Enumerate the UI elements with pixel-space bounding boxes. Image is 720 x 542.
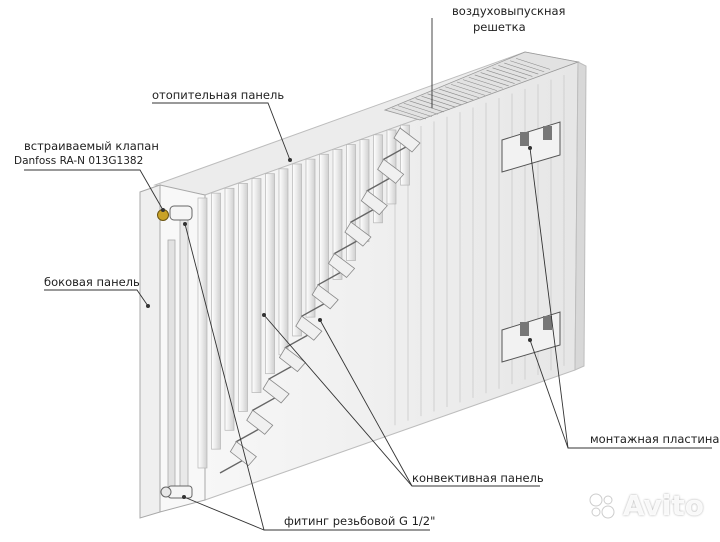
label-air-grille-line2: решетка — [473, 20, 526, 34]
grille-slat — [403, 102, 438, 115]
label-convective-panel: конвективная панель — [412, 471, 544, 485]
grille-slat — [462, 79, 498, 91]
grille-slat — [468, 76, 503, 89]
convective-segment — [360, 190, 388, 216]
side-panel — [139, 184, 206, 519]
convector-fin — [197, 197, 208, 469]
grille-slat — [391, 107, 427, 120]
grille-slat — [510, 60, 545, 73]
convective-segment — [311, 284, 339, 310]
convective-segment — [393, 127, 421, 153]
label-valve-line1: встраиваемый клапан — [24, 139, 159, 153]
grille-slat — [397, 105, 433, 117]
convective-segment — [246, 409, 274, 435]
grille-slat — [515, 58, 551, 70]
label-valve-line2: Danfoss RA-N 013G1382 — [14, 155, 144, 167]
grille-slat — [445, 86, 480, 99]
label-mounting-plate: монтажная пластина — [590, 432, 720, 446]
avito-logo-icon — [589, 493, 615, 518]
label-side-panel: боковая панель — [44, 275, 140, 289]
grille-slat — [409, 100, 444, 113]
label-heating-panel: отопительная панель — [152, 88, 285, 102]
convector-fin — [251, 178, 262, 393]
label-fitting: фитинг резьбовой G 1/2" — [284, 514, 436, 528]
leader-lines — [24, 18, 712, 531]
grille-slat — [433, 91, 468, 103]
grille-slat — [498, 65, 533, 77]
leader-dots — [146, 146, 532, 499]
grille-slat — [427, 93, 462, 106]
convector-fin — [265, 173, 275, 375]
grille-slat — [492, 67, 527, 80]
convector-fin — [319, 153, 329, 299]
convector-fin — [373, 134, 383, 224]
convector-fins — [197, 124, 410, 469]
grille-slat — [480, 72, 515, 84]
avito-watermark-text: Avito — [622, 489, 704, 522]
convector-fin — [292, 163, 302, 337]
convector-fin — [332, 149, 343, 280]
convector-fin — [346, 144, 356, 261]
grille-slat — [415, 98, 450, 110]
grille-slat — [439, 88, 474, 101]
label-air-grille-line1: воздуховыпускная — [452, 4, 566, 18]
grille-slat — [486, 69, 521, 82]
convector-fin — [305, 158, 316, 318]
grille-slat — [474, 74, 509, 87]
convective-segment — [295, 315, 323, 341]
fitting-icon — [160, 485, 193, 499]
convective-segment — [377, 158, 405, 184]
convector-fin — [224, 187, 235, 431]
convective-segment — [262, 378, 290, 404]
convective-segment — [229, 441, 257, 467]
avito-watermark: Avito — [587, 489, 704, 522]
convector-fin — [400, 124, 410, 186]
convector-fin — [278, 168, 289, 356]
convective-segment — [344, 221, 372, 247]
grille-slat — [450, 84, 486, 96]
grille-slat — [421, 95, 456, 108]
grille-slat — [456, 81, 492, 94]
grille-slat — [504, 62, 539, 75]
convector-fin — [238, 183, 248, 412]
valve-icon — [157, 205, 193, 221]
convective-segment — [328, 252, 356, 279]
convective-panel-cutaway — [219, 127, 421, 474]
mounting-plate-bottom — [501, 311, 561, 363]
air-grille — [383, 51, 580, 121]
convector-fin — [211, 192, 221, 450]
convective-segment — [278, 346, 307, 373]
